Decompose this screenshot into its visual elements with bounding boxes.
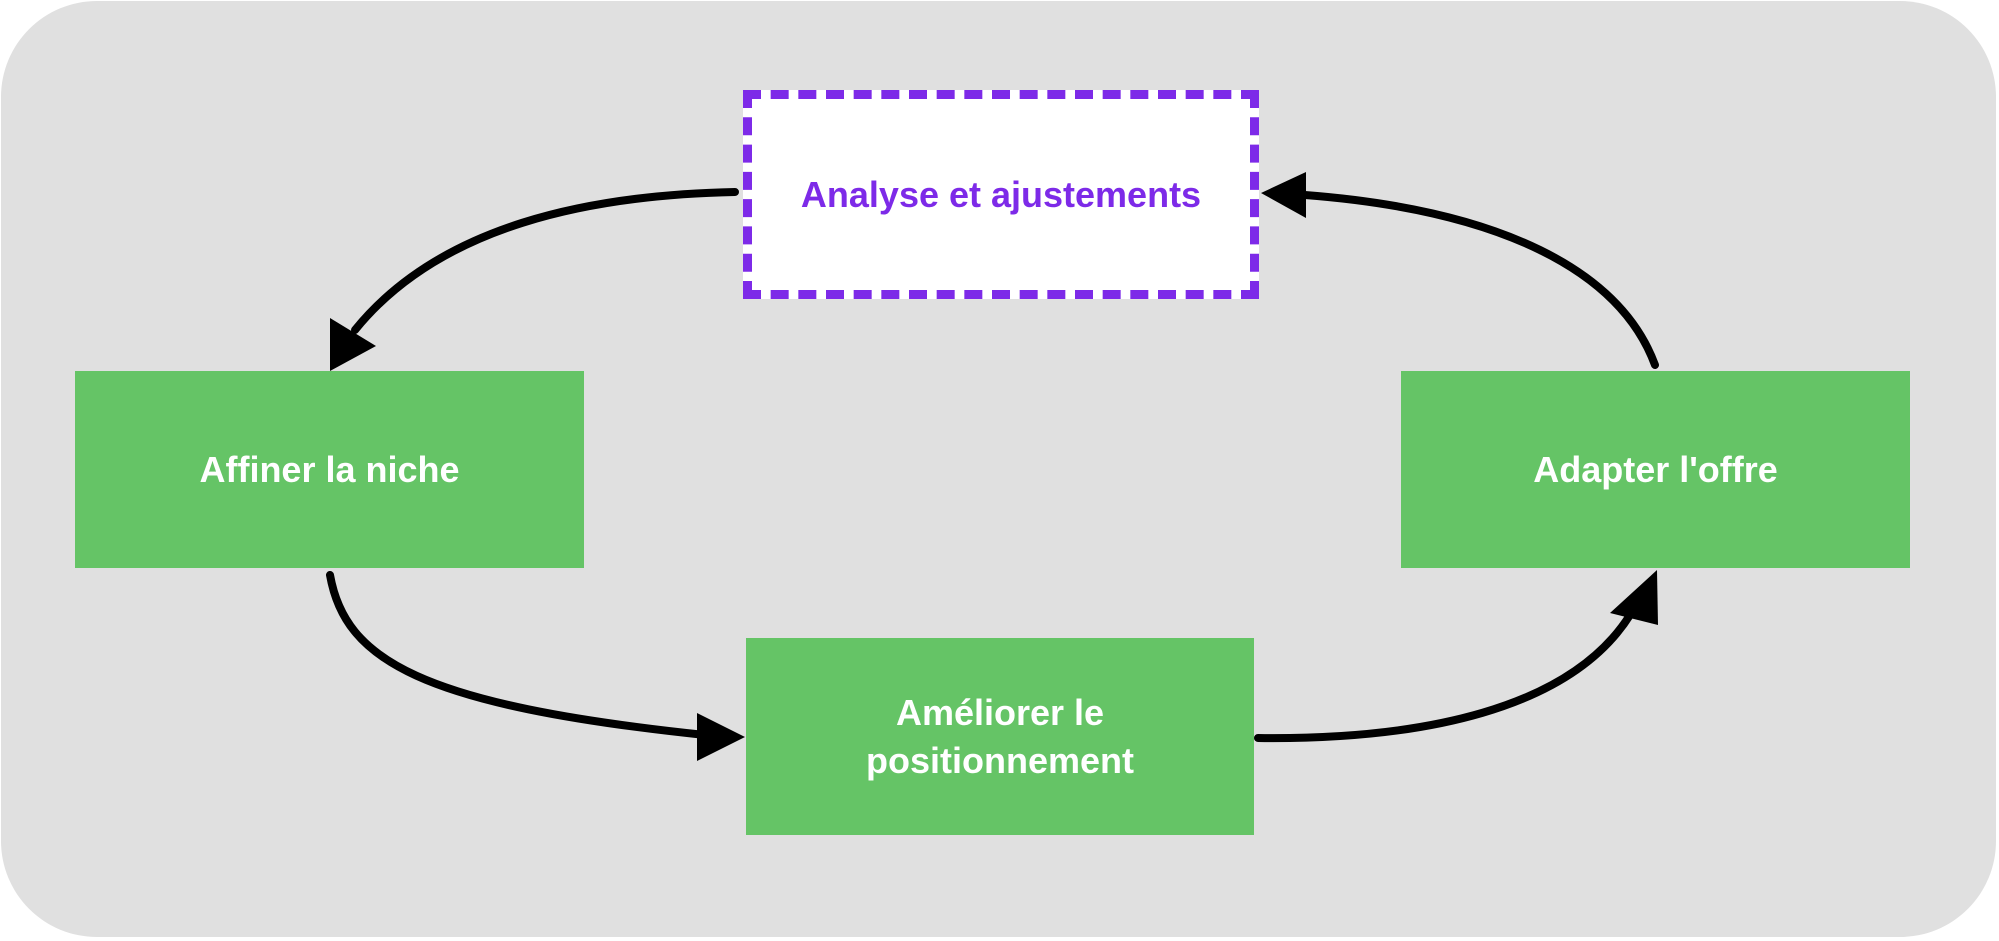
node-label-adapter: Adapter l'offre	[1533, 448, 1778, 490]
arrow-adapter-to-analyse	[1261, 172, 1659, 369]
arrow-affiner-to-ameliorer	[326, 571, 745, 761]
node-analyse-et-ajustements: Analyse et ajustements	[743, 90, 1259, 299]
arrow-line-ameliorer-to-adapter	[1254, 611, 1634, 743]
arrow-line-adapter-to-analyse	[1301, 191, 1659, 369]
arrowhead-adapter-to-analyse	[1261, 172, 1306, 218]
arrowhead-ameliorer-to-adapter	[1610, 570, 1658, 625]
arrow-line-affiner-to-ameliorer	[326, 571, 709, 739]
node-adapter-l-offre: Adapter l'offre	[1401, 371, 1910, 568]
node-label-ameliorer: Améliorer le positionnement	[866, 691, 1134, 781]
arrow-ameliorer-to-adapter	[1254, 570, 1658, 743]
node-label-analyse: Analyse et ajustements	[800, 173, 1202, 215]
node-ameliorer-le-positionnement: Améliorer le positionnement	[746, 638, 1254, 835]
arrow-analyse-to-affiner	[330, 188, 739, 371]
arrow-line-analyse-to-affiner	[351, 188, 739, 334]
node-label-affiner: Affiner la niche	[199, 448, 460, 490]
arrowhead-analyse-to-affiner	[330, 318, 376, 371]
arrowhead-affiner-to-ameliorer	[697, 713, 745, 761]
node-affiner-la-niche: Affiner la niche	[75, 371, 584, 568]
